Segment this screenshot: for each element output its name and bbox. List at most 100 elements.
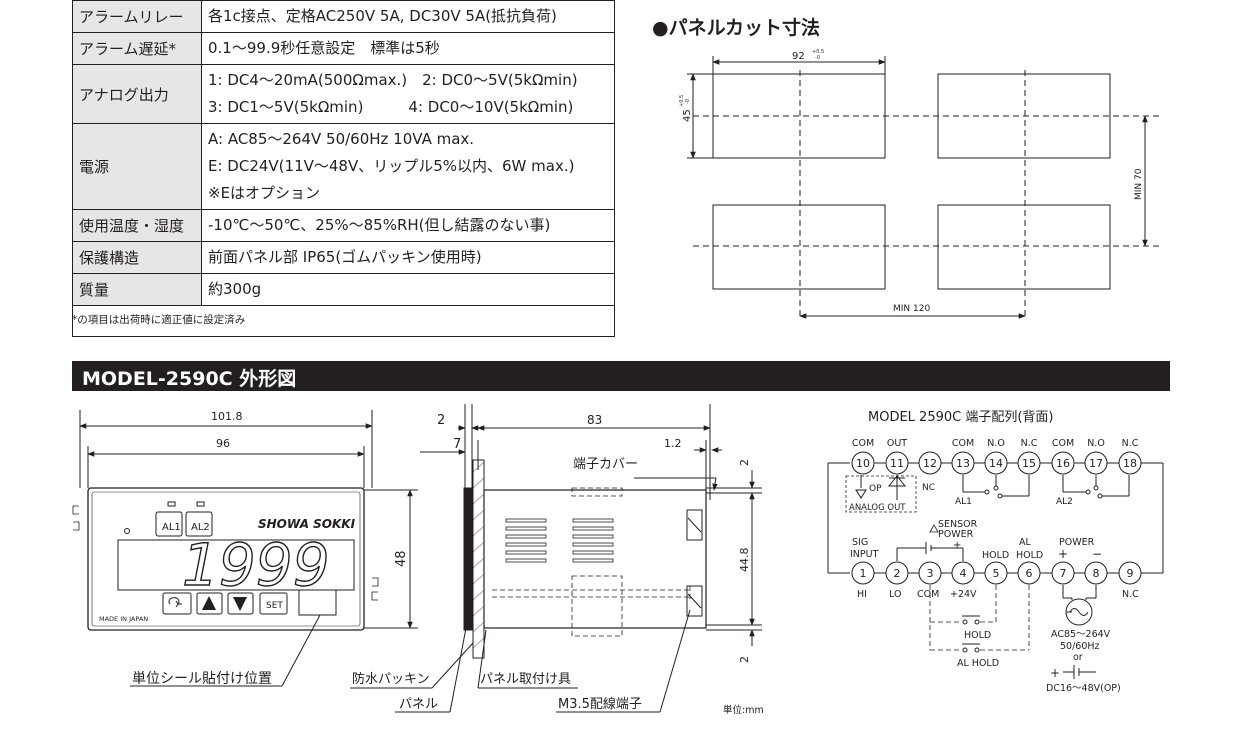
terminal-al2: AL2 bbox=[1056, 497, 1073, 507]
terminal-circle bbox=[1051, 561, 1075, 585]
terminal-circle bbox=[1017, 451, 1041, 475]
unit-seal-area bbox=[298, 589, 337, 616]
spec-value-line: 各1c接点、定格AC250V 5A, DC30V 5A(抵抗負荷) bbox=[208, 7, 557, 25]
dim-side-7: 7 bbox=[453, 437, 461, 452]
spec-value-line: 3: DC1〜5V(5kΩmin) 4: DC0〜10V(5kΩmin) bbox=[208, 98, 574, 116]
cutout-bottom-left bbox=[712, 204, 886, 290]
dim-side-1-2: 1.2 bbox=[664, 437, 682, 450]
ac-supply: AC85〜264V 50/60Hz or bbox=[1051, 629, 1113, 663]
terminal-title: MODEL 2590C 端子配列(背面) bbox=[868, 410, 1054, 425]
spec-value: A: AC85〜264V 50/60Hz 10VA max.E: DC24V(1… bbox=[201, 123, 615, 210]
terminal-circle bbox=[851, 451, 875, 475]
power-minus: − bbox=[1092, 547, 1102, 561]
spec-spacer-row bbox=[72, 305, 615, 337]
al1-indicator bbox=[155, 511, 183, 537]
terminal-number: 16 bbox=[1056, 457, 1070, 470]
side-view bbox=[350, 404, 762, 713]
terminal-circle bbox=[984, 561, 1008, 585]
spec-row: 質量約300g bbox=[72, 273, 615, 306]
spec-row: 使用温度・湿度-10℃〜50℃、25%〜85%RH(但し結露のない事) bbox=[72, 209, 615, 242]
terminal-top-label: COM bbox=[952, 438, 974, 449]
terminal-hi: HI bbox=[857, 589, 867, 600]
terminal-number: 3 bbox=[927, 567, 934, 580]
panel-cut-min-horizontal: MIN 120 bbox=[893, 304, 930, 314]
terminal-number: 6 bbox=[1026, 567, 1033, 580]
terminal-wiring bbox=[827, 462, 1164, 679]
enter-button bbox=[162, 592, 192, 615]
spec-footnote: *の項目は出荷時に適正値に設定済み bbox=[72, 314, 246, 326]
terminal-lo: LO bbox=[889, 589, 901, 600]
panel-cut-height-tol: +0.5 bbox=[679, 95, 685, 107]
terminal-sensor-power: SENSOR POWER bbox=[938, 519, 980, 540]
dc-plus: + bbox=[1050, 666, 1060, 680]
dim-side-bottom-2: 2 bbox=[738, 656, 751, 663]
terminal-number: 18 bbox=[1123, 457, 1137, 470]
terminal-circle bbox=[918, 561, 942, 585]
terminal-top-label: N.O bbox=[1087, 438, 1105, 449]
terminal-analog-out: ANALOG OUT bbox=[849, 503, 906, 513]
al1-label: AL1 bbox=[162, 522, 181, 533]
dim-side-44-8: 44.8 bbox=[738, 548, 751, 573]
terminal-top-label: N.C bbox=[1122, 438, 1139, 449]
spec-row: 保護構造前面パネル部 IP65(ゴムパッキン使用時) bbox=[72, 241, 615, 274]
terminal-circle bbox=[1118, 451, 1142, 475]
dim-side-top-2: 2 bbox=[738, 459, 751, 466]
spec-value-line: 1: DC4〜20mA(500Ωmax.) 2: DC0〜5V(5kΩmin) bbox=[208, 71, 578, 89]
up-arrow-icon bbox=[202, 596, 216, 610]
terminal-top-label: N.C bbox=[1021, 438, 1038, 449]
spec-spacer-cell bbox=[72, 305, 615, 337]
spec-row: アラームリレー各1c接点、定格AC250V 5A, DC30V 5A(抵抗負荷) bbox=[72, 0, 615, 33]
spec-value: 前面パネル部 IP65(ゴムパッキン使用時) bbox=[201, 241, 615, 274]
sensor-label: SENSOR bbox=[938, 519, 978, 530]
terminal-circle bbox=[1017, 561, 1041, 585]
spec-value: 0.1〜99.9秒任意設定 標準は5秒 bbox=[201, 32, 615, 65]
front-view bbox=[72, 410, 418, 687]
panel-cut-width-tol: +0.5 bbox=[812, 49, 824, 55]
terminal-circle bbox=[918, 451, 942, 475]
ac-line1: AC85〜264V bbox=[1051, 629, 1111, 640]
terminal-circle bbox=[885, 561, 909, 585]
dc-supply: DC16〜48V(OP) bbox=[1046, 683, 1121, 694]
cutout-bottom-right bbox=[937, 204, 1111, 290]
terminal-sig-input: SIG INPUT bbox=[850, 537, 879, 560]
set-button bbox=[259, 592, 288, 615]
terminal-number: 1 bbox=[860, 567, 867, 580]
dim-front-height: 48 bbox=[394, 550, 409, 567]
spec-label: アラーム遅延* bbox=[72, 32, 202, 65]
callout-seal: 単位シール貼付け位置 bbox=[132, 671, 272, 687]
warning-triangle-icon bbox=[929, 524, 939, 533]
panel-cut-width: 92 bbox=[792, 51, 805, 62]
dim-side-2: 2 bbox=[437, 413, 445, 428]
panel-cut-height-tol-minus: -0 bbox=[685, 99, 691, 104]
terminal-circle bbox=[885, 451, 909, 475]
spec-value: 各1c接点、定格AC250V 5A, DC30V 5A(抵抗負荷) bbox=[201, 0, 615, 33]
terminal-number: 10 bbox=[856, 457, 870, 470]
terminal-number: 8 bbox=[1093, 567, 1100, 580]
callout-packing: 防水パッキン bbox=[352, 671, 430, 687]
al2-label: AL2 bbox=[191, 522, 210, 533]
callout-panel: パネル bbox=[399, 697, 438, 712]
enter-icon bbox=[168, 597, 182, 608]
terminal-number: 4 bbox=[960, 567, 967, 580]
outline-title-bar: MODEL-2590C 外形図 bbox=[72, 361, 1170, 391]
panel-cut-height: 45 bbox=[682, 109, 693, 122]
terminal-al-hold: AL HOLD bbox=[1016, 537, 1043, 561]
spec-value: 約300g bbox=[201, 273, 615, 306]
made-in-label: MADE IN JAPAN bbox=[99, 615, 148, 623]
terminal-number: 9 bbox=[1127, 567, 1134, 580]
up-button bbox=[196, 592, 223, 615]
spec-table: アラームリレー各1c接点、定格AC250V 5A, DC30V 5A(抵抗負荷)… bbox=[72, 0, 615, 337]
brand-logo: SHOWA SOKKI bbox=[258, 517, 356, 531]
terminal-op: OP bbox=[869, 484, 882, 494]
terminal-circle bbox=[951, 561, 975, 585]
power-label-sensor: POWER bbox=[938, 529, 974, 540]
panel-cut-min-vertical: MIN 70 bbox=[1134, 168, 1144, 200]
hold-label-al: HOLD bbox=[1016, 550, 1043, 561]
spec-value-line: 前面パネル部 IP65(ゴムパッキン使用時) bbox=[208, 248, 482, 266]
terminal-circle bbox=[851, 561, 875, 585]
ac-line3: or bbox=[1073, 652, 1083, 663]
callout-bracket: パネル取付け具 bbox=[480, 672, 571, 687]
terminal-circle bbox=[1084, 451, 1108, 475]
